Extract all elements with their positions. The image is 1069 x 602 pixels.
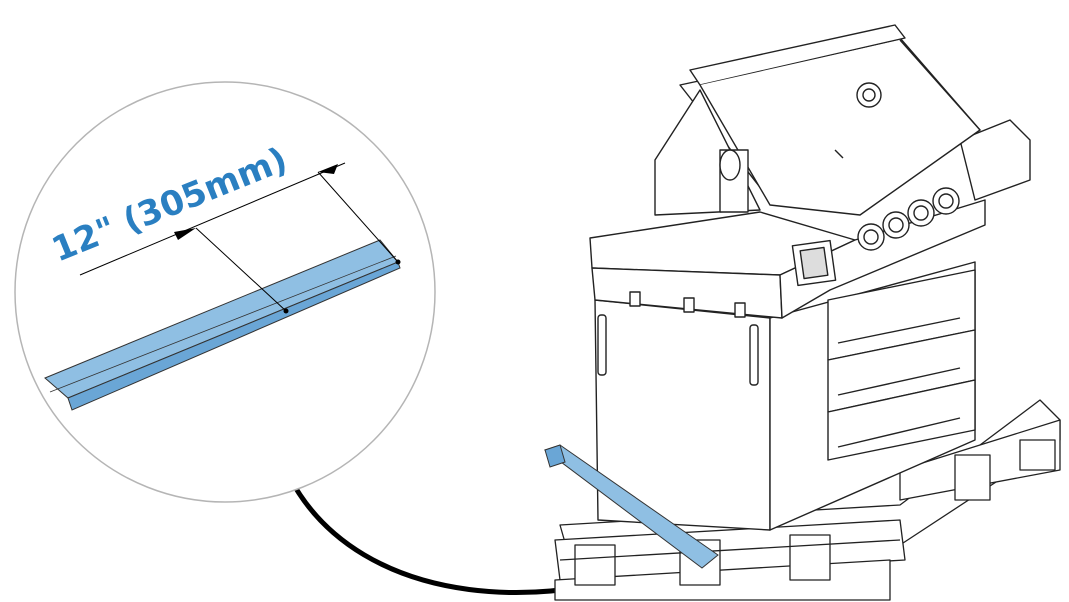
- callout-circle: [14, 81, 436, 503]
- wood-strip-illustration: [543, 444, 719, 569]
- bbq-grill-illustration: [589, 24, 1031, 531]
- wood-strip-side-face: [67, 261, 401, 411]
- magnified-callout: 12" (305mm): [14, 81, 436, 503]
